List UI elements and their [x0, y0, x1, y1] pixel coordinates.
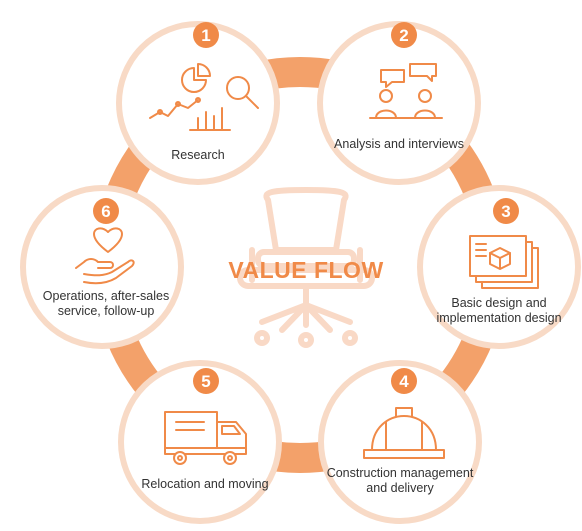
step-5-label: Relocation and moving — [141, 477, 269, 491]
step-3-number: 3 — [501, 202, 510, 221]
step-2: 2 Analysis and interviews — [317, 21, 481, 185]
step-5: 5 Relocation and moving — [118, 360, 282, 524]
step-6-label: Operations, after-sales service, follow-… — [42, 289, 170, 318]
step-2-number: 2 — [399, 26, 408, 45]
step-4: 4 Construction management and delivery — [318, 360, 482, 524]
step-5-circle — [118, 360, 282, 524]
step-3: 3 Basic design and implementation design — [417, 185, 581, 349]
step-1-badge — [193, 22, 219, 48]
step-3-label: Basic design and implementation design — [436, 296, 562, 325]
step-4-label: Construction management and delivery — [326, 466, 474, 495]
hand-heart-icon — [75, 227, 135, 285]
step-1-number: 1 — [201, 26, 210, 45]
step-1-label: Research — [171, 148, 225, 162]
step-6: 6 Operations, after-sales service, follo… — [20, 185, 184, 349]
step-5-badge — [193, 368, 219, 394]
step-6-number: 6 — [101, 202, 110, 221]
step-1: 1 Research — [116, 21, 280, 185]
step-3-badge — [493, 198, 519, 224]
interview-people-icon — [369, 63, 443, 119]
step-2-badge — [391, 22, 417, 48]
diagram-title: VALUE FLOW — [228, 257, 383, 283]
office-chair-watermark — [237, 187, 375, 348]
hard-hat-icon — [363, 407, 445, 459]
step-6-badge — [93, 198, 119, 224]
design-box-icon — [469, 235, 539, 289]
step-5-number: 5 — [201, 372, 210, 391]
step-4-badge — [391, 368, 417, 394]
truck-icon — [164, 411, 247, 465]
step-4-circle — [318, 360, 482, 524]
step-2-label: Analysis and interviews — [334, 137, 464, 151]
step-4-number: 4 — [399, 372, 409, 391]
research-chart-magnifier-icon — [149, 63, 259, 131]
